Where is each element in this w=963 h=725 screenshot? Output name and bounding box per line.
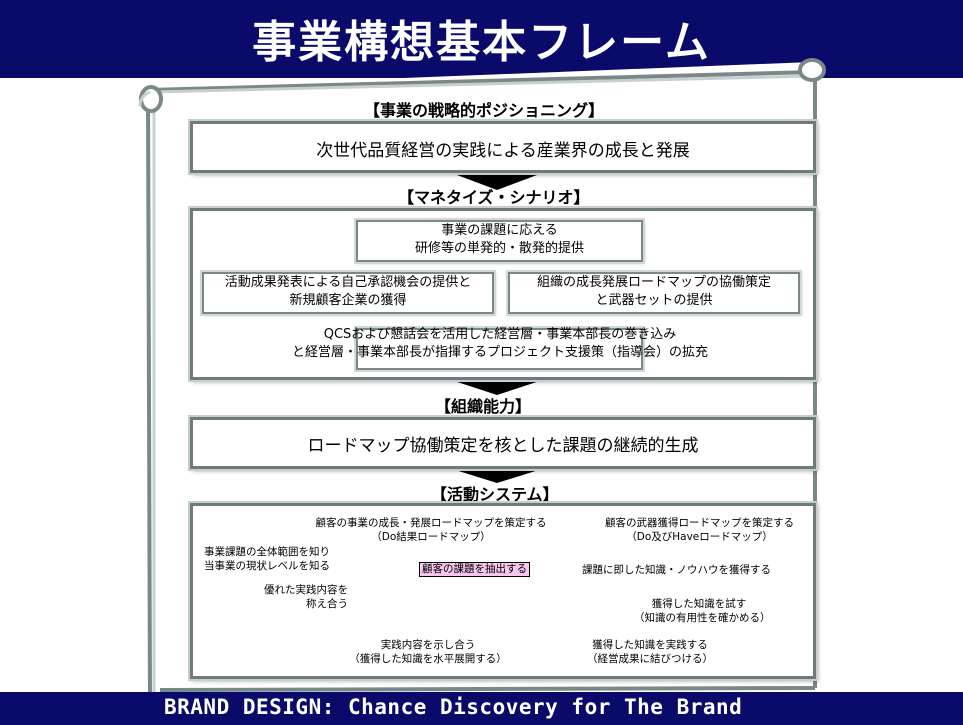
monetize-node-bottom-frame: [356, 328, 643, 370]
activity-test-line2: （知識の有用性を確かめる）: [634, 612, 771, 624]
monetize-left-line2: 新規顧客企業の獲得: [289, 293, 407, 308]
monetize-node-right: 組織の成長発展ロードマップの協働策定 と武器セットの提供: [508, 272, 800, 314]
activity-roadmap-line1: 顧客の事業の成長・発展ロードマップを策定する: [315, 517, 547, 529]
monetize-node-left: 活動成果発表による自己承認機会の提供と 新規顧客企業の獲得: [202, 272, 494, 314]
footer-bar: [0, 692, 963, 725]
section-label-capability: 【組織能力】: [435, 397, 532, 416]
activity-node-praise: 優れた実践内容を 称え合う: [258, 583, 348, 611]
monetize-left-line1: 活動成果発表による自己承認機会の提供と: [224, 275, 472, 290]
activity-roadmap-line2: （Do結果ロードマップ）: [371, 531, 491, 543]
activity-weapon-line1: 顧客の武器獲得ロードマップを策定する: [605, 517, 794, 529]
capability-box: ロードマップ協働策定を核とした課題の継続的生成: [190, 417, 816, 469]
activity-scope-line1: 事業課題の全体範囲を知り: [204, 546, 330, 558]
activity-practice-line1: 獲得した知識を実践する: [592, 639, 708, 651]
monetize-bottom-line2: と経営層・事業本部長が指揮するプロジェクト支援策（指導会）の拡充: [291, 345, 708, 360]
activity-node-share: 実践内容を示し合う （獲得した知識を水平展開する）: [338, 638, 518, 666]
monetize-top-line2: 研修等の単発的・散発的提供: [414, 241, 584, 256]
activity-weapon-line2: （Do及びHaveロードマップ）: [626, 531, 773, 543]
activity-test-line1: 獲得した知識を試す: [651, 598, 747, 610]
monetize-bottom-line1: QCSおよび懇話会を活用した経営層・事業本部長の巻き込み: [323, 327, 677, 342]
activity-praise-line1: 優れた実践内容を: [264, 584, 348, 596]
activity-node-center: 顧客の課題を抽出する: [419, 562, 530, 577]
activity-node-scope: 事業課題の全体範囲を知り 当事業の現状レベルを知る: [204, 545, 354, 573]
monetize-right-line1: 組織の成長発展ロードマップの協働策定: [536, 275, 771, 290]
section-label-activity: 【活動システム】: [431, 485, 559, 504]
activity-box: [190, 503, 816, 679]
activity-share-line2: （獲得した知識を水平展開する）: [349, 653, 507, 665]
page-title: 事業構想基本フレーム: [252, 17, 711, 68]
activity-scope-line2: 当事業の現状レベルを知る: [204, 560, 330, 572]
footer-text: BRAND DESIGN: Chance Discovery for The B…: [164, 695, 743, 719]
activity-node-test: 獲得した知識を試す （知識の有用性を確かめる）: [634, 597, 771, 625]
activity-share-line1: 実践内容を示し合う: [380, 639, 476, 651]
activity-node-knowledge: 課題に即した知識・ノウハウを獲得する: [582, 564, 771, 576]
capability-text: ロードマップ協働策定を核とした課題の継続的生成: [307, 436, 699, 456]
positioning-box: 次世代品質経営の実践による産業界の成長と発展: [190, 121, 816, 173]
activity-node-roadmap: 顧客の事業の成長・発展ロードマップを策定する （Do結果ロードマップ）: [296, 516, 566, 544]
monetize-right-line2: と武器セットの提供: [595, 293, 713, 308]
activity-node-weapon-roadmap: 顧客の武器獲得ロードマップを策定する （Do及びHaveロードマップ）: [592, 516, 807, 544]
activity-node-practice: 獲得した知識を実践する （経営成果に結びつける）: [575, 638, 725, 666]
section-label-monetize: 【マネタイズ・シナリオ】: [398, 188, 590, 207]
section-label-positioning: 【事業の戦略的ポジショニング】: [364, 101, 605, 120]
activity-practice-line2: （経営成果に結びつける）: [587, 653, 713, 665]
monetize-node-top: 事業の課題に応える 研修等の単発的・散発的提供: [356, 220, 643, 262]
monetize-top-line1: 事業の課題に応える: [441, 223, 558, 238]
monetize-node-bottom: QCSおよび懇話会を活用した経営層・事業本部長の巻き込み と経営層・事業本部長が…: [230, 326, 770, 362]
positioning-text: 次世代品質経営の実践による産業界の成長と発展: [316, 141, 690, 161]
activity-praise-line2: 称え合う: [306, 598, 348, 610]
